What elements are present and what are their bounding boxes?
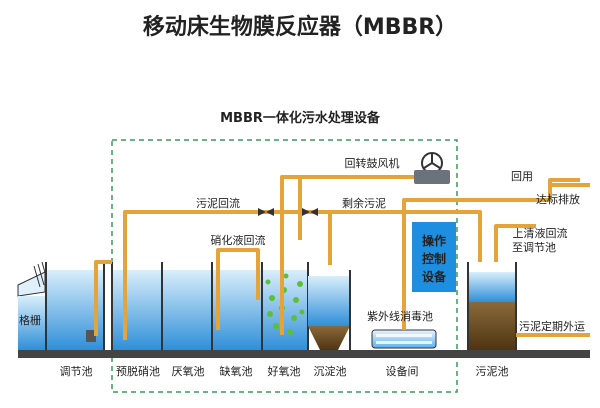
label-supernatant-2: 至调节池 [512,241,556,254]
valves [258,208,318,216]
label-sludge-return: 污泥回流 [196,196,240,210]
tank-anoxic [212,270,262,350]
bottom-label-pre-denitrification: 预脱硝池 [116,364,160,378]
bottom-label-anoxic: 缺氧池 [220,364,253,378]
label-grille: 格栅 [19,313,41,327]
label-reuse: 回用 [511,170,533,183]
tank-pre-denitrification [112,270,162,350]
tank-sedimentation [308,270,351,350]
tank-sludge [467,262,517,350]
label-sludge-transport: 污泥定期外运 [519,319,585,333]
bottom-label-sludge-tank: 污泥池 [476,365,509,378]
equipment-boundary [111,139,458,393]
rotary-blower [414,152,450,184]
label-supernatant-1: 上清液回流 [513,226,568,240]
label-uv: 紫外线消毒池 [367,309,433,323]
label-nitrate-return: 硝化液回流 [211,233,266,247]
bottom-label-sedimentation: 沉淀池 [314,364,347,378]
equipment-title: MBBR一体化污水处理设备 [220,110,381,126]
uv-disinfection-tank [371,329,437,349]
label-blower: 回转鼓风机 [345,156,400,170]
ground-base [18,350,590,358]
bottom-label-equipment-room: 设备间 [386,364,419,378]
control-label-1: 操作 [422,233,446,248]
grille [17,261,49,350]
control-label-3: 设备 [422,269,447,284]
bottom-label-anaerobic: 厌氧池 [172,364,205,378]
control-box: 操作 控制 设备 [412,222,456,292]
bottom-label-aerobic: 好氧池 [268,364,301,378]
label-discharge: 达标排放 [536,192,580,206]
page-title: 移动床生物膜反应器（MBBR） [143,14,457,40]
control-label-2: 控制 [422,251,446,266]
tank-anaerobic [162,270,212,350]
bottom-label-regulating: 调节池 [60,365,93,378]
label-excess-sludge: 剩余污泥 [342,196,386,210]
